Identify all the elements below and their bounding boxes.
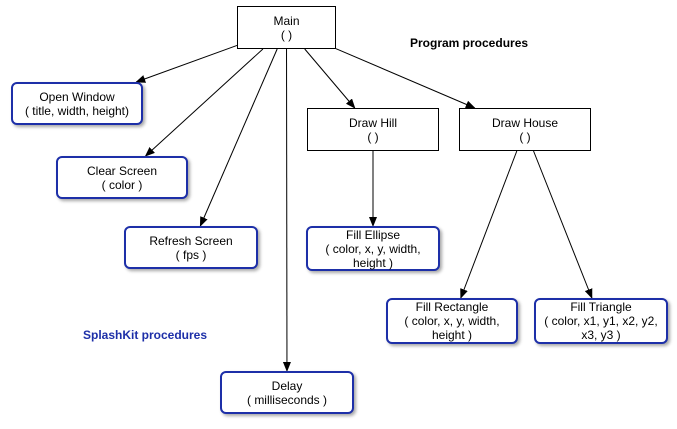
node-fill-rectangle-params-2: height )	[431, 328, 473, 342]
node-fill-ellipse-params: ( color, x, y, width,	[325, 241, 421, 256]
node-draw-house-title: Draw House	[491, 115, 559, 130]
node-fill-triangle-params: ( color, x1, y1, x2, y2,	[544, 314, 658, 328]
node-refresh-screen-params: ( fps )	[175, 247, 207, 262]
node-fill-triangle-title: Fill Triangle	[570, 300, 632, 314]
node-open-window-title: Open Window	[39, 89, 115, 104]
node-fill-ellipse-title: Fill Ellipse	[345, 227, 400, 242]
arrow-main-to-open-window	[135, 44, 238, 83]
node-fill-ellipse-params-2: height )	[352, 255, 394, 270]
legend-splashkit-procedures: SplashKit procedures	[83, 328, 208, 342]
node-draw-hill: Draw Hill ( )	[307, 108, 439, 151]
node-delay-title: Delay	[271, 378, 303, 393]
node-open-window: Open Window ( title, width, height)	[11, 82, 143, 125]
node-clear-screen-params: ( color )	[101, 177, 143, 192]
arrow-main-to-clear-screen	[144, 48, 264, 157]
node-main-params: ( )	[280, 27, 293, 42]
node-open-window-params: ( title, width, height)	[24, 103, 130, 118]
node-fill-ellipse: Fill Ellipse ( color, x, y, width, heigh…	[306, 226, 440, 271]
node-fill-triangle-params-2: x3, y3 )	[581, 328, 621, 342]
node-draw-house: Draw House ( )	[459, 108, 591, 151]
arrow-draw-house-to-fill-rectangle	[460, 150, 518, 299]
node-main-title: Main	[273, 13, 300, 28]
node-delay: Delay ( milliseconds )	[220, 371, 354, 414]
node-clear-screen: Clear Screen ( color )	[56, 156, 188, 199]
node-draw-hill-params: ( )	[367, 129, 379, 144]
node-fill-triangle: Fill Triangle ( color, x1, y1, x2, y2, x…	[534, 298, 668, 344]
arrow-draw-house-to-fill-triangle	[533, 150, 593, 299]
legend-program-procedures: Program procedures	[410, 36, 529, 50]
node-main: Main ( )	[237, 6, 336, 49]
node-clear-screen-title: Clear Screen	[86, 163, 158, 178]
node-draw-hill-title: Draw Hill	[349, 115, 397, 130]
arrow-main-to-draw-hill	[304, 48, 356, 109]
node-draw-house-params: ( )	[519, 129, 531, 144]
node-fill-rectangle: Fill Rectangle ( color, x, y, width, hei…	[386, 298, 518, 344]
node-refresh-screen: Refresh Screen ( fps )	[124, 226, 258, 269]
arrow-main-to-refresh-screen	[199, 48, 278, 227]
node-fill-rectangle-title: Fill Rectangle	[415, 300, 489, 314]
node-refresh-screen-title: Refresh Screen	[149, 233, 233, 248]
arrow-main-to-draw-house	[335, 48, 476, 109]
node-delay-params: ( milliseconds )	[246, 392, 327, 407]
node-fill-rectangle-params: ( color, x, y, width,	[404, 314, 500, 328]
